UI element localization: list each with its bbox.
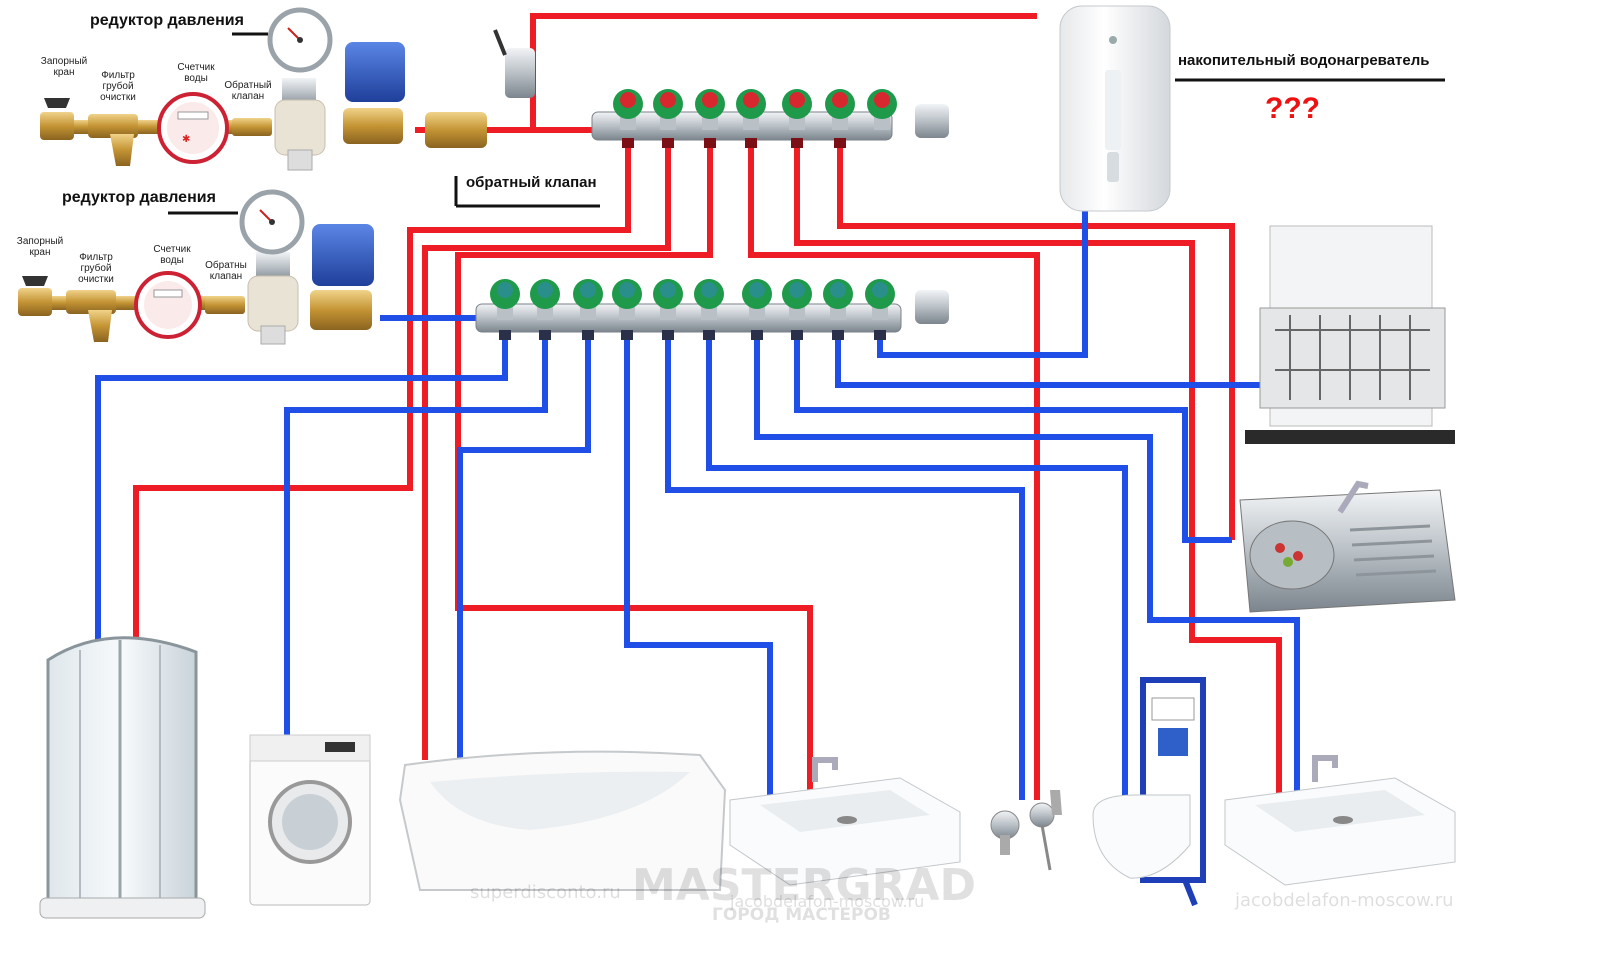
shutoff-valve: [40, 112, 74, 140]
inlet-assembly-top: ✱: [40, 7, 535, 171]
label-meter-bottom: Счетчик воды: [153, 244, 191, 266]
cold-outlet-5: [662, 330, 674, 340]
label-question-marks: ???: [1265, 92, 1320, 125]
label-shutoff-bottom: Запорный кран: [16, 236, 64, 258]
cold-outlet-6: [703, 330, 715, 340]
label-reducer-bottom: редуктор давления: [62, 189, 216, 206]
cold-valve-head-9: [823, 279, 853, 320]
washing-machine-icon: [249, 734, 371, 906]
cold-valve-head-5: [653, 279, 683, 320]
inlet-assembly-bottom: [18, 189, 374, 345]
label-check-bottom: Обратны клапан: [205, 260, 247, 282]
cold-outlet-7: [751, 330, 763, 340]
cold-outlet-1: [499, 330, 511, 340]
hot-pipe-shower: [133, 140, 631, 640]
label-reducer-top: редуктор давления: [90, 12, 244, 29]
washbasin-icon: [729, 757, 961, 886]
hygienic-shower-icon: [990, 790, 1062, 871]
cold-pipe-dishwasher: [835, 330, 1285, 388]
hot-valve-head-3: [695, 89, 725, 130]
cold-valve-head-6: [694, 279, 724, 320]
hot-water-pipes: [133, 13, 1282, 800]
label-filter-top: Фильтр грубой очистки: [100, 70, 136, 103]
label-water-heater: накопительный водонагреватель: [1178, 52, 1430, 69]
check-valve-top: [425, 112, 487, 148]
hot-outlet-2: [662, 138, 674, 148]
label-check-valve: обратный клапан: [466, 174, 597, 191]
hot-outlet-6: [834, 138, 846, 148]
cold-pipe-kitchen: [794, 330, 1232, 543]
hot-manifold-valves: [613, 89, 897, 130]
butterfly-handle-icon: [22, 276, 48, 286]
watermark-site-1: superdisconto.ru: [470, 882, 621, 903]
cold-pipe-basin-1: [624, 330, 773, 800]
hot-outlet-5: [791, 138, 803, 148]
label-meter-top: Счетчик воды: [177, 62, 215, 84]
manifold-outlet-connectors: [499, 138, 886, 340]
butterfly-handle-icon: [44, 98, 70, 108]
watermark-brand-sub: ГОРОД МАСТЕРОВ: [712, 905, 891, 925]
coarse-filter: [66, 290, 116, 314]
hot-pipe-basin-2: [794, 140, 1282, 800]
label-filter-bottom: Фильтр грубой очистки: [78, 252, 114, 285]
cold-pipe-shower: [95, 330, 508, 650]
shutoff-valve: [18, 288, 52, 316]
cold-outlet-10: [874, 330, 886, 340]
cold-valve-head-1: [490, 279, 520, 320]
label-underlines: [168, 32, 1445, 215]
svg-text:✱: ✱: [182, 134, 190, 145]
watermark-site-2: jacobdelafon-moscow.ru: [730, 892, 925, 911]
cold-valve-head-3: [573, 279, 603, 320]
hot-pipe-basin-1: [455, 140, 813, 800]
cold-pipe-washer: [284, 330, 548, 735]
pressure-reducer: [274, 99, 326, 156]
cold-water-pipes: [95, 210, 1300, 800]
cold-pipe-bath: [457, 330, 591, 760]
washbasin-icon: [1224, 755, 1456, 886]
motorized-valve-actuator: [345, 42, 405, 102]
cold-outlet-2: [539, 330, 551, 340]
bathtub-icon: [398, 750, 727, 891]
hot-valve-head-6: [825, 89, 855, 130]
cold-outlet-9: [832, 330, 844, 340]
cold-outlet-4: [621, 330, 633, 340]
label-shutoff-top: Запорный кран: [40, 56, 88, 78]
hot-outlet-4: [745, 138, 757, 148]
cold-outlet-3: [582, 330, 594, 340]
cold-outlet-8: [791, 330, 803, 340]
hot-valve-head-1: [613, 89, 643, 130]
wall-hung-toilet-icon: [1092, 677, 1206, 907]
water-heater-icon: [1059, 5, 1171, 212]
cold-valve-head-10: [865, 279, 895, 320]
shower-cabin-icon: [39, 636, 206, 919]
cold-pipe-toilet: [706, 330, 1128, 800]
dishwasher-icon: [1245, 225, 1455, 444]
hot-outlet-3: [704, 138, 716, 148]
hot-valve-head-5: [782, 89, 812, 130]
coarse-filter: [88, 114, 138, 138]
hot-valve-head-4: [736, 89, 766, 130]
cold-valve-head-8: [782, 279, 812, 320]
hot-outlet-1: [622, 138, 634, 148]
watermark-brand: MASTERGRAD: [632, 860, 977, 911]
cold-pipe-basin-2: [754, 330, 1300, 800]
hot-valve-head-2: [653, 89, 683, 130]
heater-ball-valve: [505, 48, 535, 98]
pressure-reducer: [247, 275, 299, 332]
watermark-site-3: jacobdelafon-moscow.ru: [1235, 890, 1454, 911]
hot-valve-head-7: [867, 89, 897, 130]
cold-manifold-valves: [490, 279, 895, 320]
motorized-valve-actuator: [312, 224, 374, 286]
cold-pipe-heater: [877, 210, 1088, 358]
cold-valve-head-4: [612, 279, 642, 320]
cold-pipe-bidet: [665, 330, 1025, 800]
label-check-top: Обратный клапан: [224, 80, 272, 102]
cold-valve-head-2: [530, 279, 560, 320]
hot-pipe-bidet: [748, 140, 1040, 800]
kitchen-sink-icon: [1239, 480, 1456, 613]
cold-valve-head-7: [742, 279, 772, 320]
hot-pipe-bath: [422, 140, 671, 760]
